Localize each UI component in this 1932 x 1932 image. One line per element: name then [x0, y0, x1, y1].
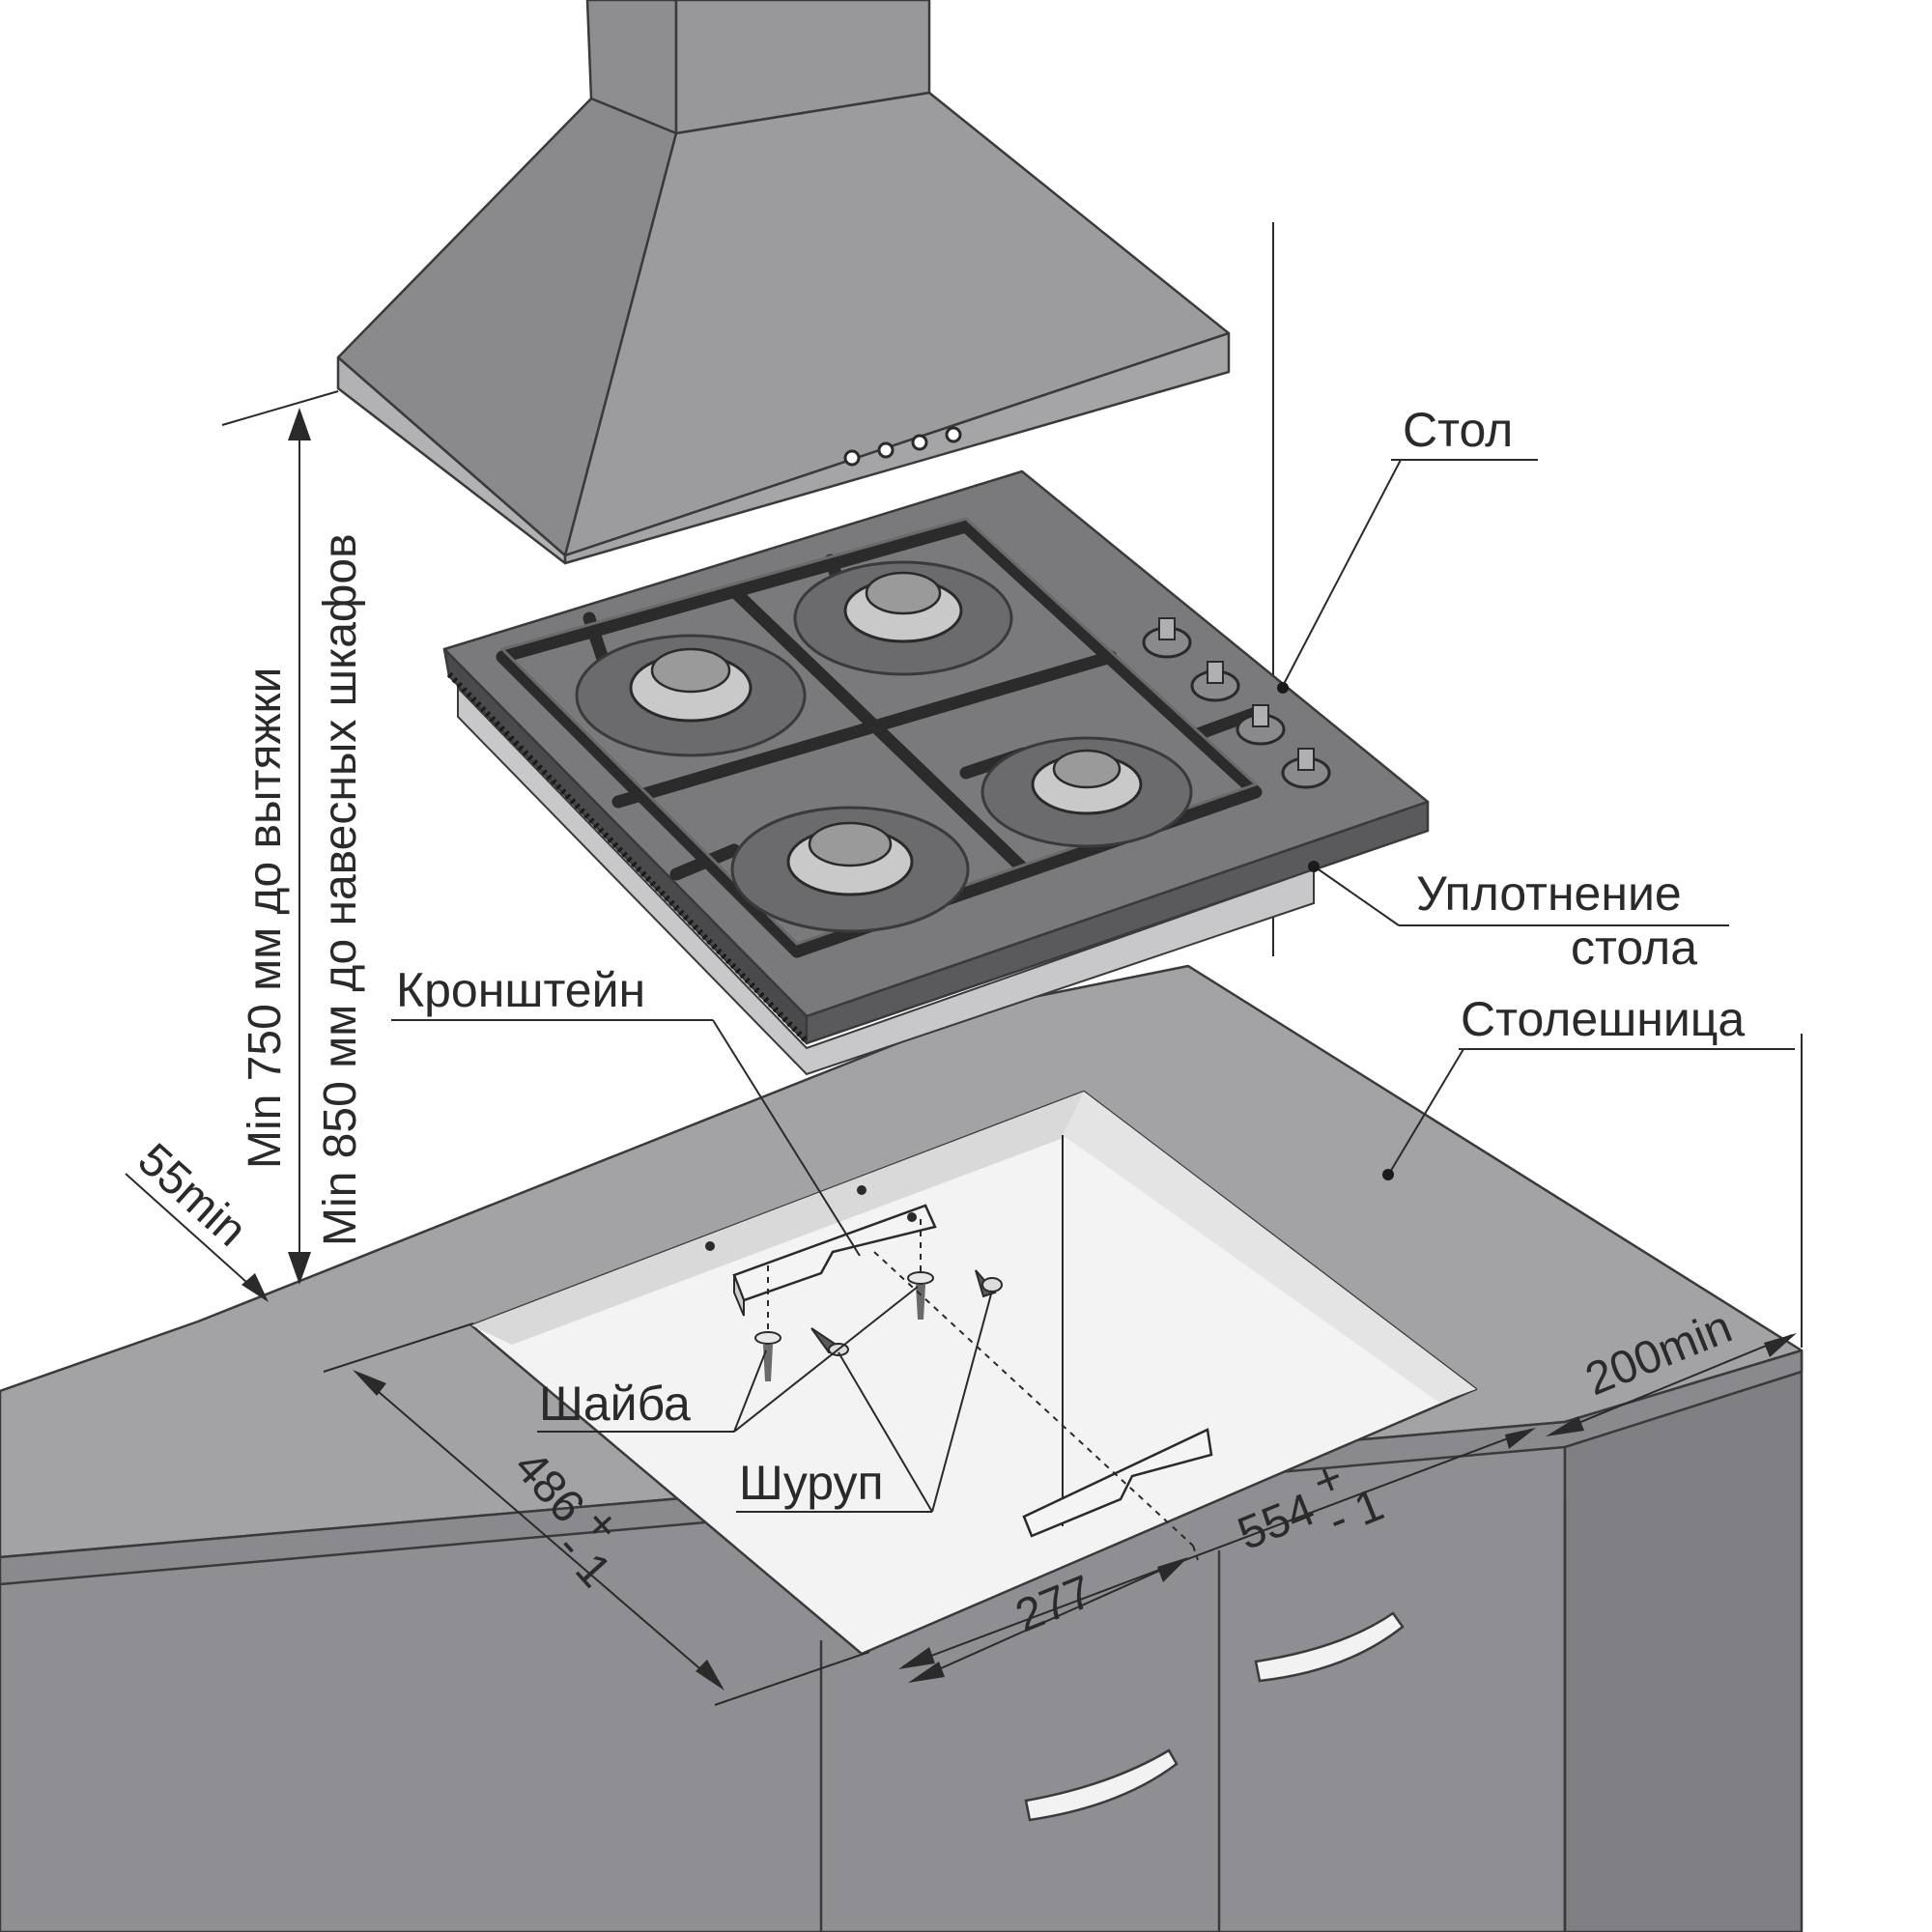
- bracket-offset-line: [912, 1559, 1184, 1682]
- arrow-icon: [1505, 1428, 1536, 1449]
- assembly-guide-line: [873, 1251, 1194, 1547]
- cutout-back-wall: [471, 1092, 1084, 1345]
- burner-front-left: [730, 806, 970, 933]
- label-worktop: Столешница: [1461, 992, 1745, 1046]
- label-washer: Шайба: [539, 1377, 691, 1431]
- label-bracket: Кронштейн: [396, 963, 645, 1017]
- bracket-offset-ext: [1192, 1545, 1199, 1561]
- hood-rim-side: [563, 331, 1231, 565]
- hob-control-knob: [1190, 661, 1240, 702]
- cutout-depth-ext-1: [323, 1322, 474, 1373]
- seal-leader: [1315, 867, 1400, 926]
- burner-rear-left: [575, 634, 807, 757]
- burner-rear-right: [793, 560, 1013, 676]
- label-screw: Шуруп: [739, 1456, 884, 1510]
- table-seal-strip: [446, 671, 810, 1044]
- screw-hole: [857, 1185, 867, 1195]
- screw-leader: [931, 1290, 993, 1513]
- hood-control-knob: [911, 434, 928, 451]
- screw-leader: [838, 1351, 933, 1513]
- screw-hole: [705, 1241, 715, 1251]
- callout-leaders: [391, 459, 1795, 1513]
- pan-support-bar: [611, 650, 1118, 809]
- dimension-lines: [125, 390, 1803, 1706]
- pan-support-frame: [496, 520, 1263, 958]
- worktop-leader-dot: [1382, 1169, 1394, 1180]
- pan-support-frame-highlight: [499, 517, 1259, 946]
- bracket-front: [1022, 1428, 1213, 1538]
- arrow-icon: [1546, 1416, 1584, 1436]
- cutout-left-wall: [1063, 1092, 1476, 1403]
- hood-control-knob: [945, 426, 962, 443]
- label-seal-line2: стола: [1571, 921, 1697, 975]
- hob-control-knob: [1142, 617, 1192, 659]
- table-leader-dot: [1277, 682, 1289, 694]
- screw-hole: [907, 1212, 917, 1222]
- front-margin-leader: [125, 1173, 267, 1300]
- door-handle-left: [1024, 1748, 1179, 1822]
- mounting-hardware: [705, 1185, 1213, 1547]
- washer-leader: [733, 1350, 767, 1433]
- bracket-leader: [712, 1019, 861, 1257]
- label-seal-line1: Уплотнение: [1416, 867, 1682, 921]
- hob-body-below: [457, 685, 1315, 1076]
- worktop-front-edge: [0, 1349, 1804, 1586]
- table-leader: [1282, 459, 1402, 687]
- cabinet-side: [1563, 1349, 1804, 1932]
- worktop-leader: [1388, 1048, 1464, 1175]
- burner-front-right: [980, 736, 1193, 848]
- cabinet-clearance-label: Min 850 мм до навесных шкафов: [315, 533, 366, 1246]
- hob-control-knob: [1236, 704, 1286, 746]
- cutout-width-line: [902, 1429, 1532, 1667]
- hob-side-edge: [805, 800, 1430, 1045]
- arrow-icon: [242, 1273, 269, 1302]
- arrow-icon: [1764, 1333, 1797, 1357]
- hob-control-knob: [1281, 748, 1331, 789]
- bracket-rear-flange: [733, 1274, 745, 1317]
- arrow-icon: [908, 1662, 945, 1683]
- cutout-depth-ext-2: [714, 1651, 870, 1706]
- washer-leader: [733, 1286, 919, 1433]
- gas-hob: [442, 469, 1430, 1076]
- range-hood: [336, 0, 1231, 565]
- arrow-icon: [696, 1660, 724, 1690]
- seal-leader-dot: [1308, 861, 1320, 872]
- arrow-icon: [898, 1647, 935, 1669]
- hood-control-knob: [843, 449, 861, 467]
- pan-support-bar: [669, 843, 741, 881]
- door-handle-right: [1254, 1611, 1405, 1683]
- cutout-depth-line: [356, 1373, 721, 1687]
- clearance-reference-line: [221, 390, 339, 426]
- hood-control-knob: [877, 441, 895, 459]
- arrow-icon: [1157, 1557, 1188, 1582]
- label-table: Стол: [1403, 403, 1513, 457]
- hood-clearance-label: Min 750 мм до вытяжки: [240, 668, 291, 1169]
- front-margin-label: 55min: [128, 1134, 257, 1257]
- side-margin-line: [1549, 1334, 1793, 1435]
- arrow-up-icon: [288, 408, 311, 440]
- arrow-down-icon: [288, 1252, 311, 1285]
- arrow-icon: [353, 1370, 386, 1396]
